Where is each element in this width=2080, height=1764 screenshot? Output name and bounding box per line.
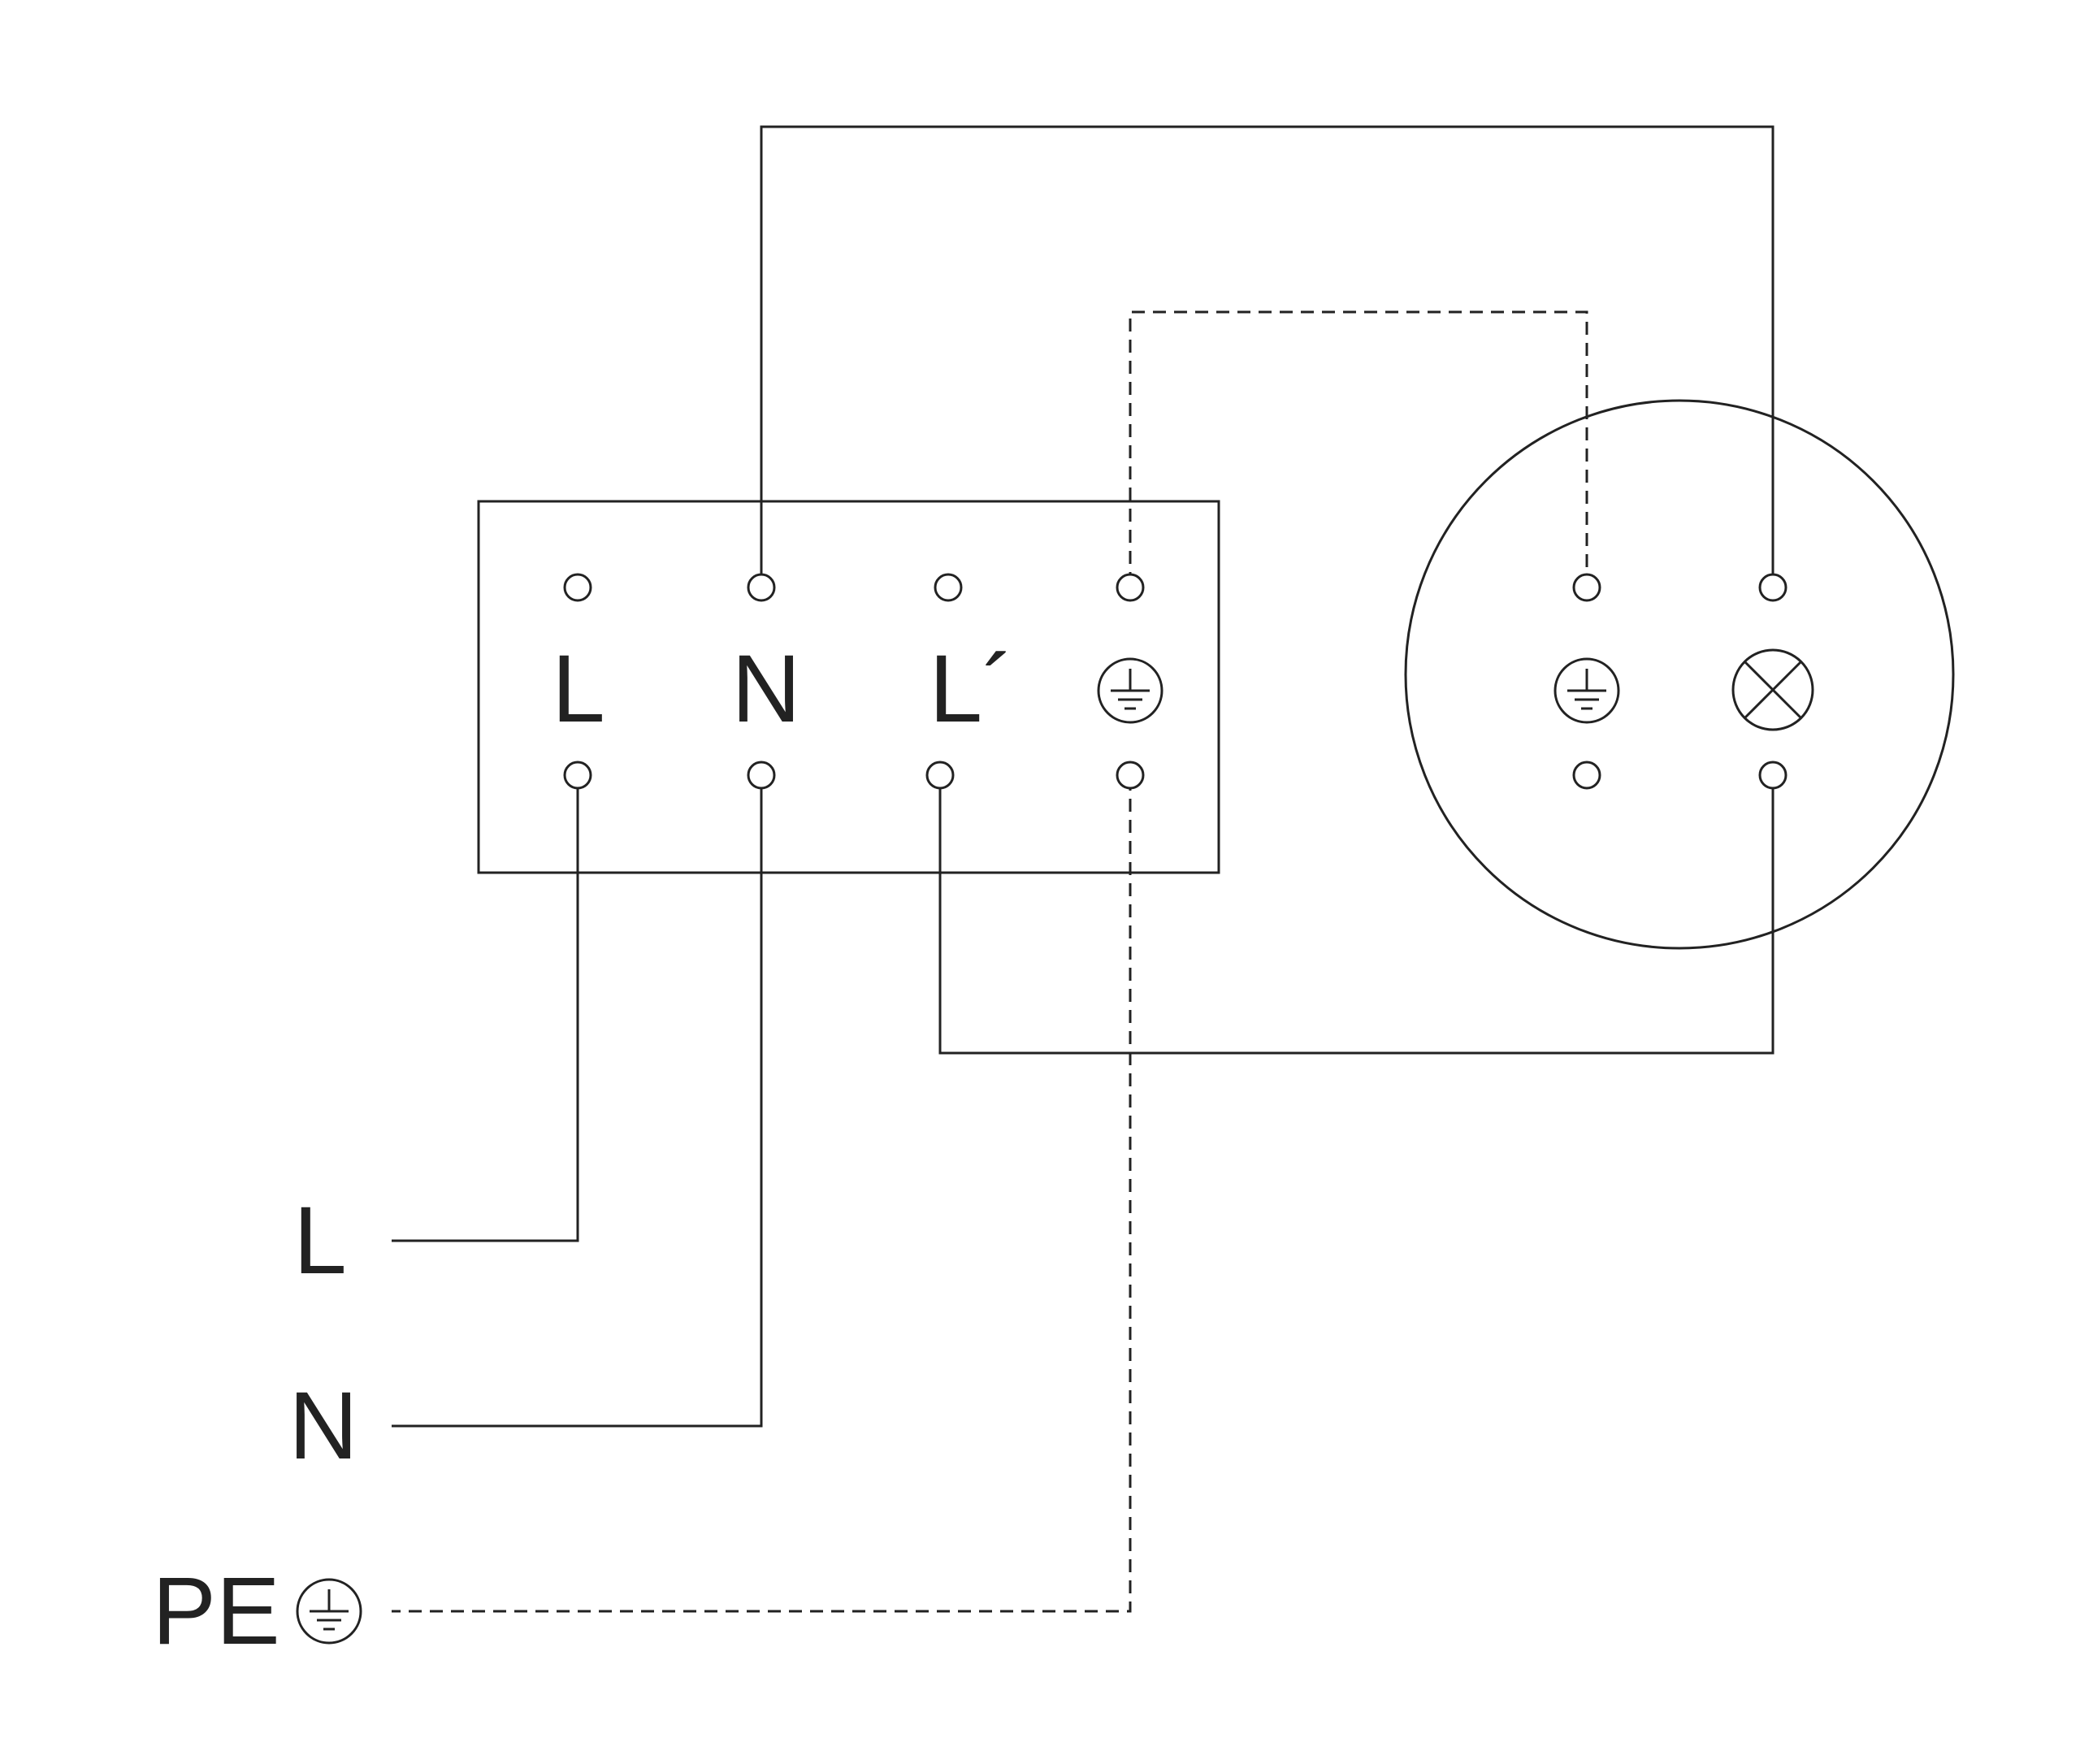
wire-supply-line — [392, 778, 579, 1242]
terminal-l-top — [563, 573, 592, 602]
protective-earth-icon — [296, 1578, 362, 1645]
lamp-terminals — [1572, 573, 1788, 790]
terminal-n-top — [747, 573, 776, 602]
terminal-earth-bottom — [1116, 761, 1145, 790]
protective-earth-icon — [1554, 657, 1620, 724]
wire-switched-line-to-lamp — [938, 778, 1774, 1055]
terminal-l-prime-top — [934, 573, 963, 602]
lamp-icon — [1731, 648, 1814, 731]
block-label-l: L — [552, 635, 605, 743]
wire-neutral-to-lamp — [760, 125, 1774, 585]
supply-label-pe: PE — [152, 1558, 280, 1665]
terminal-block-terminals — [563, 573, 1145, 790]
lamp-terminal-earth-top — [1572, 573, 1601, 602]
supply-label-n: N — [288, 1372, 358, 1480]
lamp-housing — [1404, 399, 1955, 950]
lamp-terminal-earth-bottom — [1572, 761, 1601, 790]
wire-supply-earth — [392, 778, 1132, 1613]
wire-earth-to-lamp — [1129, 310, 1588, 585]
terminal-earth-top — [1116, 573, 1145, 602]
supply-label-l: L — [293, 1187, 347, 1294]
lamp-terminal-line-bottom — [1758, 761, 1788, 790]
terminal-block — [477, 500, 1220, 874]
block-label-l-prime: L´ — [930, 635, 1015, 743]
protective-earth-icon — [1097, 657, 1164, 724]
terminal-l-bottom — [563, 761, 592, 790]
wire-supply-neutral — [392, 778, 763, 1428]
block-label-n: N — [731, 635, 800, 743]
terminal-l-prime-bottom — [925, 761, 955, 790]
lamp-terminal-line-top — [1758, 573, 1788, 602]
terminal-n-bottom — [747, 761, 776, 790]
